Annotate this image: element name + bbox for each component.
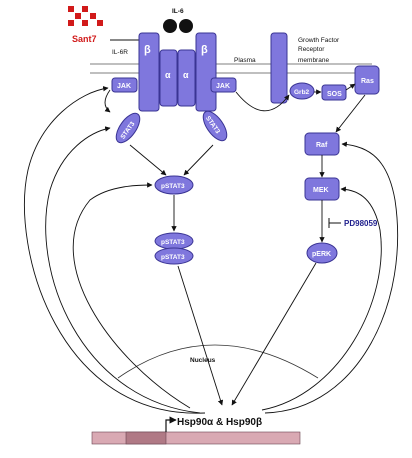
grb2-label: Grb2 <box>294 89 310 96</box>
pd98059-label: PD98059 <box>344 219 378 228</box>
inhibition-bar-icon <box>110 35 141 45</box>
il6-label: IL-6 <box>172 8 184 15</box>
raf-label: Raf <box>316 142 328 149</box>
gene-label: Hsp90α & Hsp90β <box>177 417 262 428</box>
arrow-dimer-gene <box>177 265 224 406</box>
jak-right-label: JAK <box>216 83 230 90</box>
plasma-label: Plasma <box>234 57 256 64</box>
beta-right-label: β <box>201 44 208 56</box>
jak-left-node <box>111 77 138 93</box>
feedback-arrow-raf <box>264 141 399 414</box>
alpha-right-label: α <box>183 70 189 80</box>
beta-subunit-right <box>195 32 217 112</box>
transcription-start-icon <box>165 416 177 432</box>
sant7-label: Sant7 <box>72 34 97 44</box>
beta-left-label: β <box>144 44 151 56</box>
arrow-stat3-left-pstat3 <box>129 144 167 176</box>
il6-receptor-complex <box>138 32 217 112</box>
sos-node <box>321 84 347 101</box>
il6-ligand-right <box>179 19 193 33</box>
feedback-arrow-pstat3 <box>72 182 191 409</box>
arrow-stat3-right-pstat3 <box>183 144 214 176</box>
beta-subunit-left <box>138 32 160 112</box>
pathway-arrows <box>24 83 399 414</box>
feedback-arrow-mek <box>261 186 382 411</box>
sant7-logo-icon <box>68 6 103 26</box>
pstat3-dimer-top-label: pSTAT3 <box>161 239 185 246</box>
jak-right-node <box>210 77 237 93</box>
grb2-node <box>289 82 315 100</box>
alpha-left-label: α <box>165 70 171 80</box>
alpha-subunit-left <box>159 49 178 107</box>
gfr-label-line2: Receptor <box>298 46 325 53</box>
ras-label: Ras <box>361 78 374 85</box>
mek-label: MEK <box>313 187 329 194</box>
nucleus-boundary <box>117 344 319 379</box>
stat3-right-node <box>202 110 228 142</box>
feedback-arrow-stat3 <box>45 126 201 414</box>
il6r-label: IL-6R <box>112 49 128 56</box>
arrow-jak-stat3-left <box>104 89 111 113</box>
pstat3-dimer-bottom <box>154 247 194 265</box>
gene-promoter <box>125 431 167 445</box>
gene-bar <box>91 431 301 445</box>
ras-node <box>354 65 380 95</box>
membrane-label: membrane <box>298 57 329 64</box>
plasma-membrane <box>90 63 372 74</box>
il6-ligand-left <box>163 19 177 33</box>
gfr-label-line1: Growth Factor <box>298 37 340 44</box>
growth-factor-receptor <box>270 32 288 104</box>
pstat3-label: pSTAT3 <box>161 183 185 190</box>
arrow-jak-grb2 <box>235 91 290 112</box>
pd98059-inhibition-bar-icon <box>328 218 341 228</box>
pstat3-dimer-bottom-label: pSTAT3 <box>161 254 185 261</box>
nucleus-label: Nucleus <box>190 357 216 364</box>
perk-label: pERK <box>312 251 331 258</box>
stat3-left-node <box>115 112 141 144</box>
alpha-subunit-right <box>177 49 196 107</box>
jak-left-label: JAK <box>117 83 131 90</box>
perk-node <box>306 242 338 264</box>
pstat3-node <box>154 175 194 195</box>
arrow-ras-raf <box>335 94 366 133</box>
arrow-sos-ras <box>345 83 356 91</box>
arrow-perk-gene <box>231 262 317 406</box>
sos-label: SOS <box>327 91 342 98</box>
feedback-arrow-jak <box>24 86 206 414</box>
